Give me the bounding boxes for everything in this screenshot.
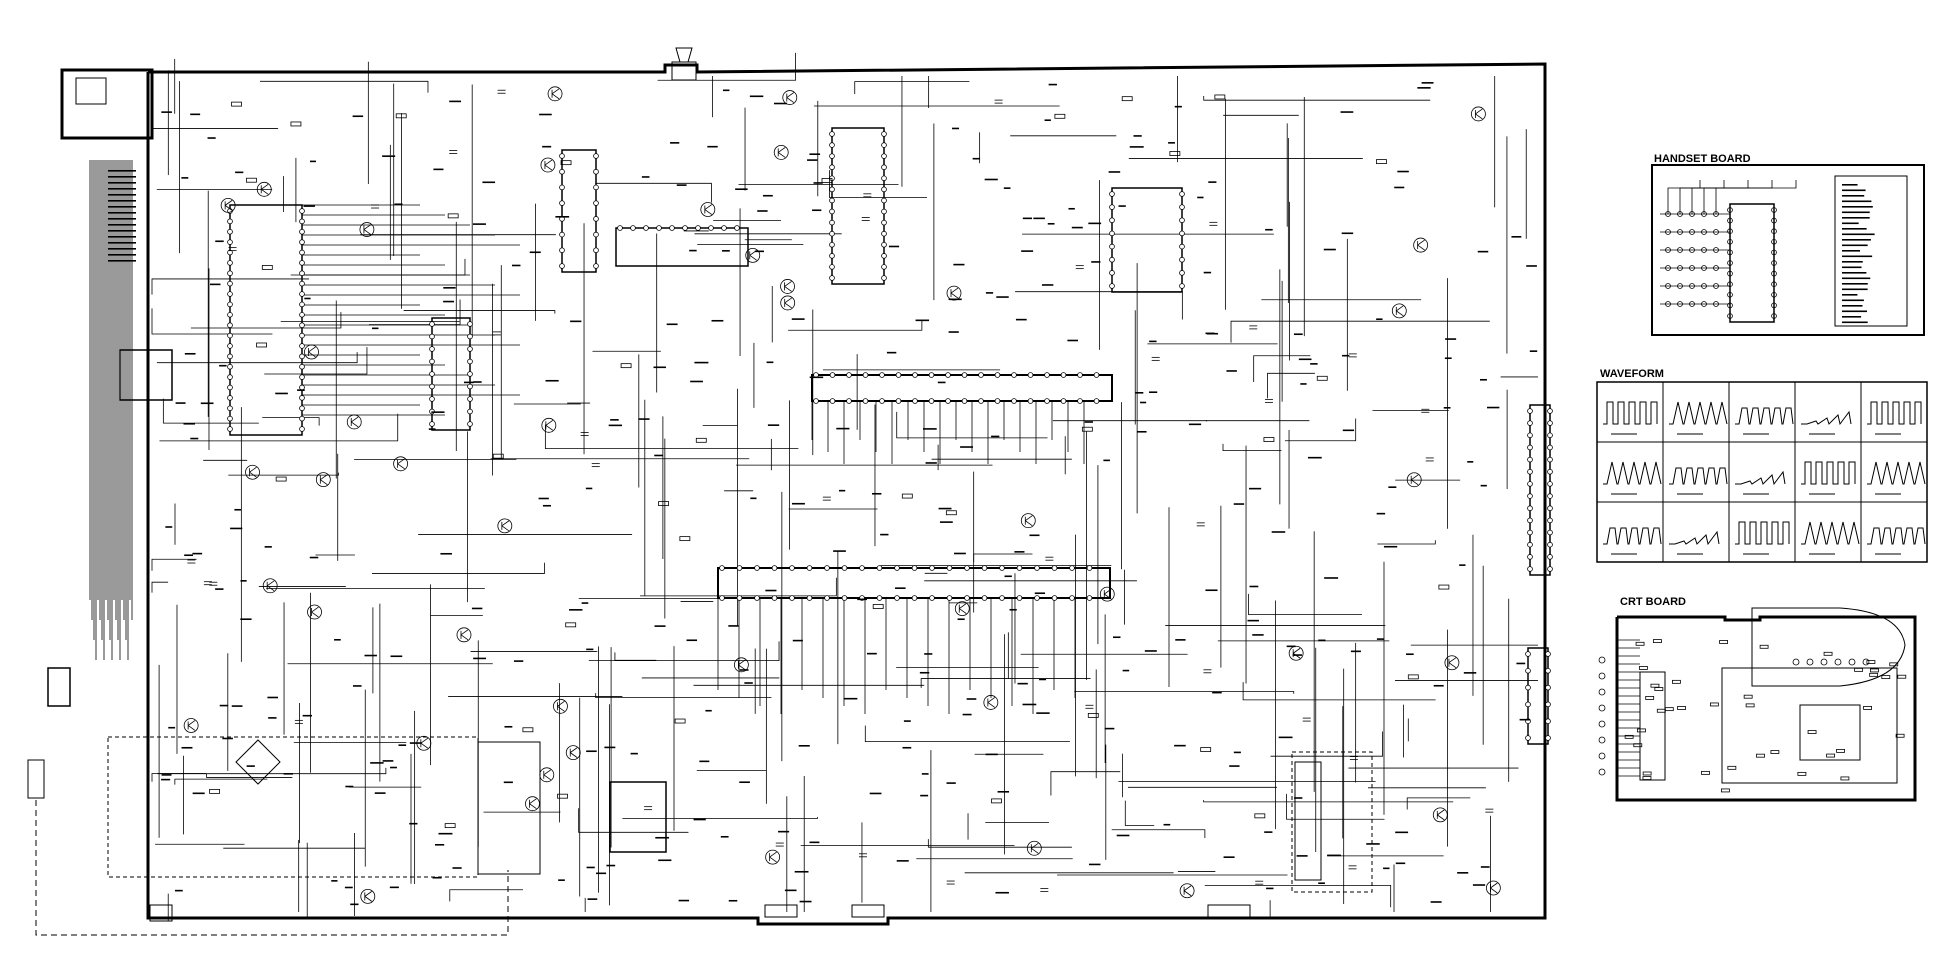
power-cord-connector (27, 759, 45, 799)
bridge-rectifier (235, 739, 281, 785)
speaker-icon (675, 47, 693, 63)
crt-board-title: CRT BOARD (1620, 596, 1686, 608)
waveform-panel (1596, 381, 1928, 563)
degauss-box (60, 68, 154, 140)
jungle-ic-lower (717, 567, 1111, 599)
discrete-components (183, 86, 1907, 904)
schematic-wiring (89, 52, 1538, 922)
handset-board-title: HANDSET BOARD (1654, 153, 1751, 165)
crt-tube (1751, 607, 1906, 687)
flyback-transformer (1291, 751, 1373, 893)
waveform-traces (1603, 401, 1926, 555)
microcontroller-ic (229, 204, 303, 436)
handset-board-panel (1651, 164, 1925, 336)
component-designators (108, 82, 1875, 906)
crt-board-panel (1615, 607, 1917, 802)
power-supply-area (107, 736, 479, 878)
waveform-grid (1596, 381, 1928, 563)
main-board-border (146, 62, 1547, 926)
handset-board-frame (1651, 164, 1925, 336)
crt-board-frame (1615, 615, 1917, 802)
waveform-title: WAVEFORM (1600, 368, 1664, 380)
